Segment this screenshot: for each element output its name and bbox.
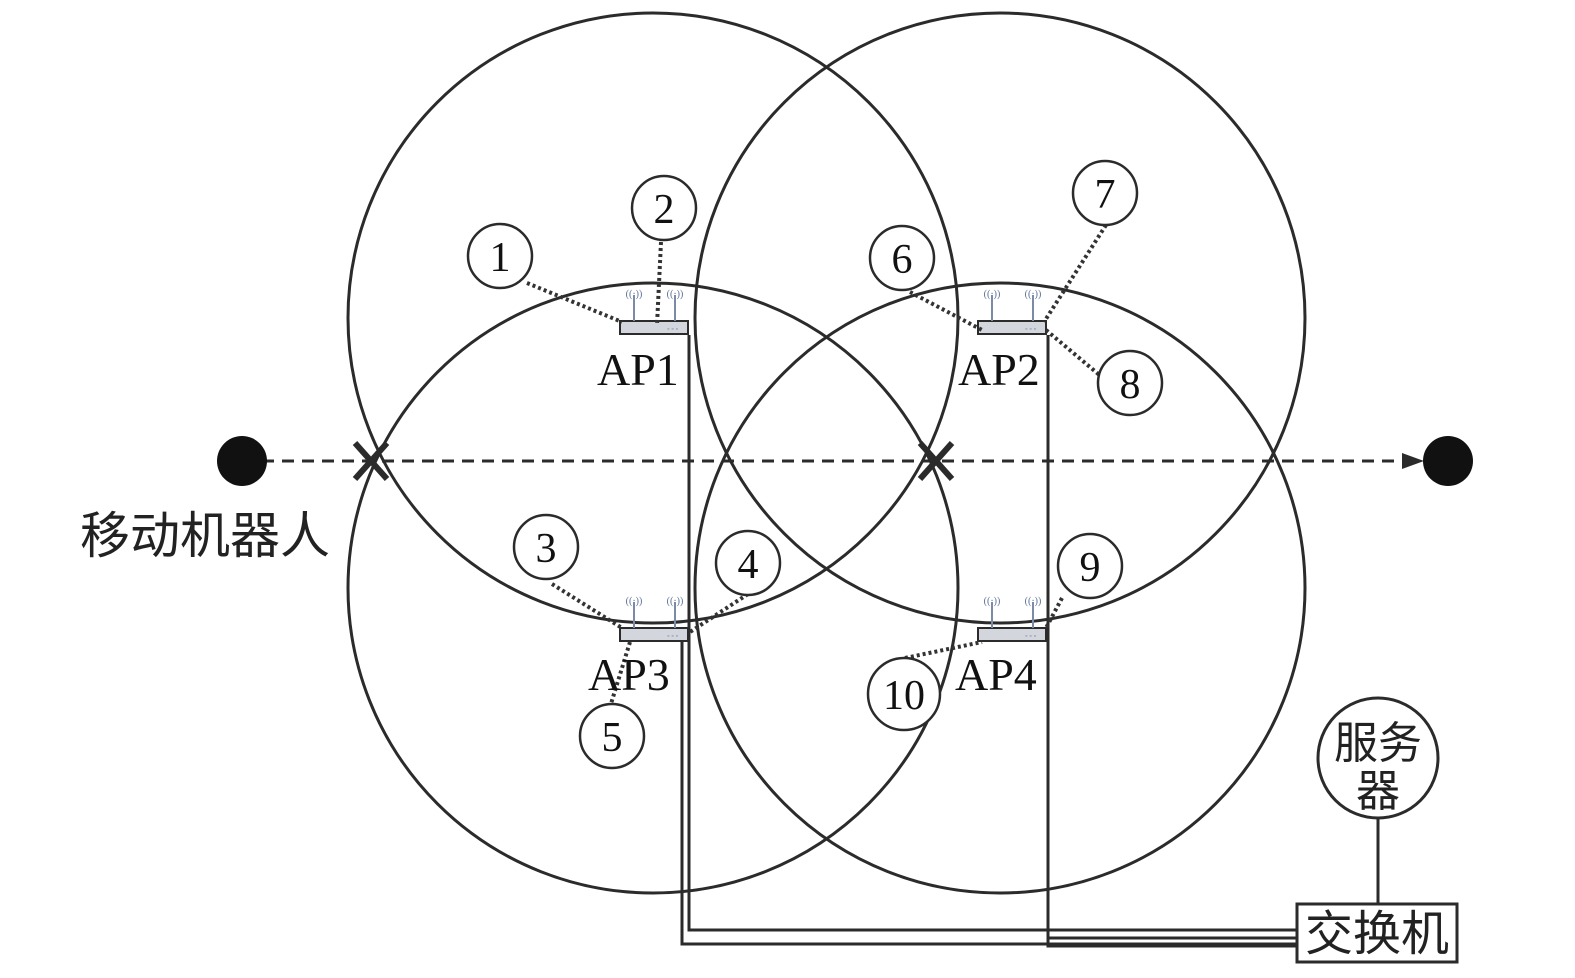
svg-text:((·)): ((·)) [667, 596, 684, 607]
marker-7-circle [1071, 159, 1139, 227]
robot-label: 移动机器人 [80, 507, 330, 565]
svg-text:((·)): ((·)) [984, 596, 1001, 607]
coverage-circle-ap2 [693, 11, 1307, 625]
svg-text:◦ ◦ ◦: ◦ ◦ ◦ [1025, 325, 1036, 333]
marker-3-label: 3 [536, 526, 557, 572]
svg-text:((·)): ((·)) [984, 289, 1001, 300]
marker-5-label: 5 [602, 715, 623, 761]
ap3-label: AP3 [588, 649, 670, 700]
ap1-label: AP1 [597, 344, 679, 395]
coverage-circle-ap4 [693, 281, 1307, 895]
marker-10-circle [866, 656, 942, 732]
ap2-router-icon: ((·)) ((·)) ◦ ◦ ◦ [977, 289, 1047, 335]
marker-5-circle [578, 702, 646, 770]
svg-text:◦ ◦ ◦: ◦ ◦ ◦ [1025, 632, 1036, 640]
cross-mark-left [352, 441, 390, 481]
leader-10 [904, 640, 983, 660]
switch-label: 交换机 [1305, 906, 1449, 962]
svg-text:((·)): ((·)) [667, 289, 684, 300]
leader-8 [1044, 328, 1105, 380]
marker-1-label: 1 [490, 235, 511, 281]
marker-8-circle [1096, 349, 1164, 417]
leader-5 [608, 641, 632, 708]
leader-3 [550, 582, 624, 630]
path-arrowhead [1402, 453, 1424, 469]
leader-7 [1042, 223, 1108, 324]
marker-6-label: 6 [892, 237, 913, 283]
marker-8-label: 8 [1120, 362, 1141, 408]
svg-text:((·)): ((·)) [626, 596, 643, 607]
leader-1 [526, 281, 623, 324]
marker-2-label: 2 [654, 187, 675, 233]
ap2-label: AP2 [958, 344, 1040, 395]
marker-6-circle [868, 224, 936, 292]
marker-10-label: 10 [883, 673, 925, 719]
svg-text:◦ ◦ ◦: ◦ ◦ ◦ [667, 632, 678, 640]
marker-3-circle [512, 513, 580, 581]
switch-box [1295, 902, 1459, 964]
ap3-router-icon: ((·)) ((·)) ◦ ◦ ◦ [619, 596, 689, 642]
ap1-router-icon: ((·)) ((·)) ◦ ◦ ◦ [619, 289, 689, 335]
svg-text:((·)): ((·)) [1025, 289, 1042, 300]
coverage-circle-ap3 [346, 281, 960, 895]
ap4-router-icon: ((·)) ((·)) ◦ ◦ ◦ [977, 596, 1047, 642]
marker-4-circle [714, 529, 782, 597]
marker-4-label: 4 [738, 542, 759, 588]
marker-9-label: 9 [1080, 545, 1101, 591]
marker-2-circle [630, 174, 698, 242]
marker-9-circle [1056, 532, 1124, 600]
svg-text:((·)): ((·)) [1025, 596, 1042, 607]
end-point [1423, 436, 1473, 486]
server-label-line2: 器 [1356, 766, 1400, 817]
coverage-circle-ap1 [346, 11, 960, 625]
cross-mark-middle [917, 441, 955, 481]
ap4-label: AP4 [955, 649, 1037, 700]
server-label-line1: 服务 [1334, 718, 1422, 769]
start-point [217, 436, 267, 486]
svg-text:((·)): ((·)) [626, 289, 643, 300]
cable-ap4 [1046, 642, 1297, 940]
marker-7-label: 7 [1095, 172, 1116, 218]
cable-ap3 [680, 642, 1297, 946]
cable-ap1 [687, 335, 1297, 932]
cable-ap2 [1046, 335, 1297, 948]
svg-text:◦ ◦ ◦: ◦ ◦ ◦ [667, 325, 678, 333]
server-node [1316, 696, 1440, 820]
leader-2 [655, 241, 663, 326]
marker-1-circle [466, 222, 534, 290]
leader-6 [909, 290, 983, 332]
